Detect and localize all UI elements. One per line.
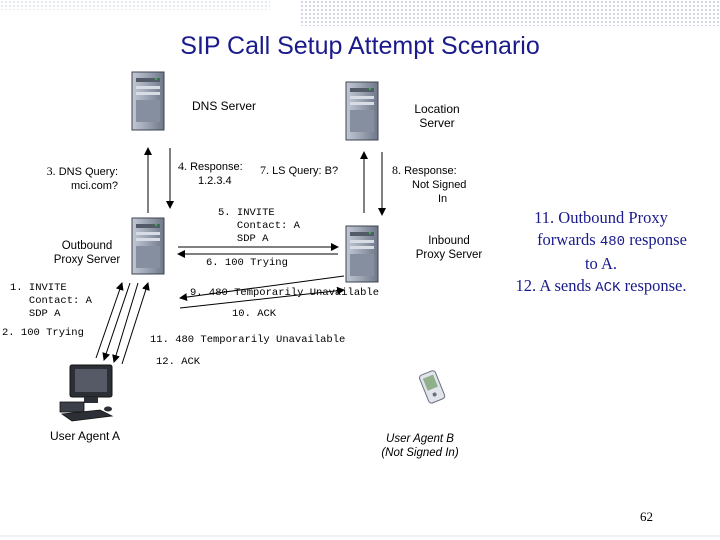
background-pattern-left bbox=[0, 0, 270, 10]
background-pattern bbox=[300, 0, 720, 26]
arrow-480-9 bbox=[179, 275, 345, 302]
pda-icon bbox=[418, 370, 446, 404]
outbound-proxy-server-icon bbox=[131, 217, 165, 275]
message-12-label: 12. ACK bbox=[156, 356, 201, 368]
message-8-label: 8. Response: Not Signed In bbox=[392, 163, 467, 205]
dns-server-label: DNS Server bbox=[192, 99, 257, 113]
arrow-480-11 bbox=[112, 282, 139, 363]
arrow-ack-12 bbox=[121, 282, 150, 365]
arrow-invite-1 bbox=[95, 282, 124, 359]
dns-server-icon bbox=[131, 71, 165, 131]
location-server-label: Location Server bbox=[414, 102, 460, 130]
message-3-label: 3. DNS Query: mci.com? bbox=[46, 164, 118, 192]
inbound-proxy-server-icon bbox=[345, 225, 379, 283]
user-agent-a-label: User Agent A bbox=[50, 429, 121, 443]
message-10-label: 10. ACK bbox=[232, 308, 277, 320]
computer-icon bbox=[59, 364, 114, 422]
notes-block: 11. Outbound Proxy forwards 480 response… bbox=[488, 207, 714, 299]
message-4-label: 4. Response: 1.2.3.4 bbox=[178, 159, 243, 187]
message-1-label: 1. INVITE Contact: A SDP A bbox=[10, 282, 92, 320]
user-agent-b-label: User Agent B (Not Signed In) bbox=[381, 433, 459, 459]
note-11: 11. Outbound Proxy forwards 480 response… bbox=[534, 208, 687, 273]
message-2-label: 2. 100 Trying bbox=[2, 327, 84, 339]
location-server-icon bbox=[345, 81, 379, 141]
message-5-label: 5. INVITE Contact: A SDP A bbox=[218, 207, 300, 245]
message-9-label: 9. 480 Temporarily Unavailable bbox=[190, 287, 380, 299]
inbound-proxy-label: Inbound Proxy Server bbox=[415, 235, 483, 261]
message-11-label: 11. 480 Temporarily Unavailable bbox=[150, 334, 346, 346]
arrow-ack-10 bbox=[179, 286, 345, 309]
arrow-trying-2 bbox=[102, 282, 131, 361]
message-7-label: 7. LS Query: B? bbox=[260, 163, 339, 177]
message-6-label: 6. 100 Trying bbox=[206, 257, 288, 269]
page-title: SIP Call Setup Attempt Scenario bbox=[180, 32, 540, 60]
note-12: 12. A sends ACK response. bbox=[515, 276, 687, 296]
page-number: 62 bbox=[640, 509, 653, 524]
outbound-proxy-label: Outbound Proxy Server bbox=[53, 240, 121, 266]
